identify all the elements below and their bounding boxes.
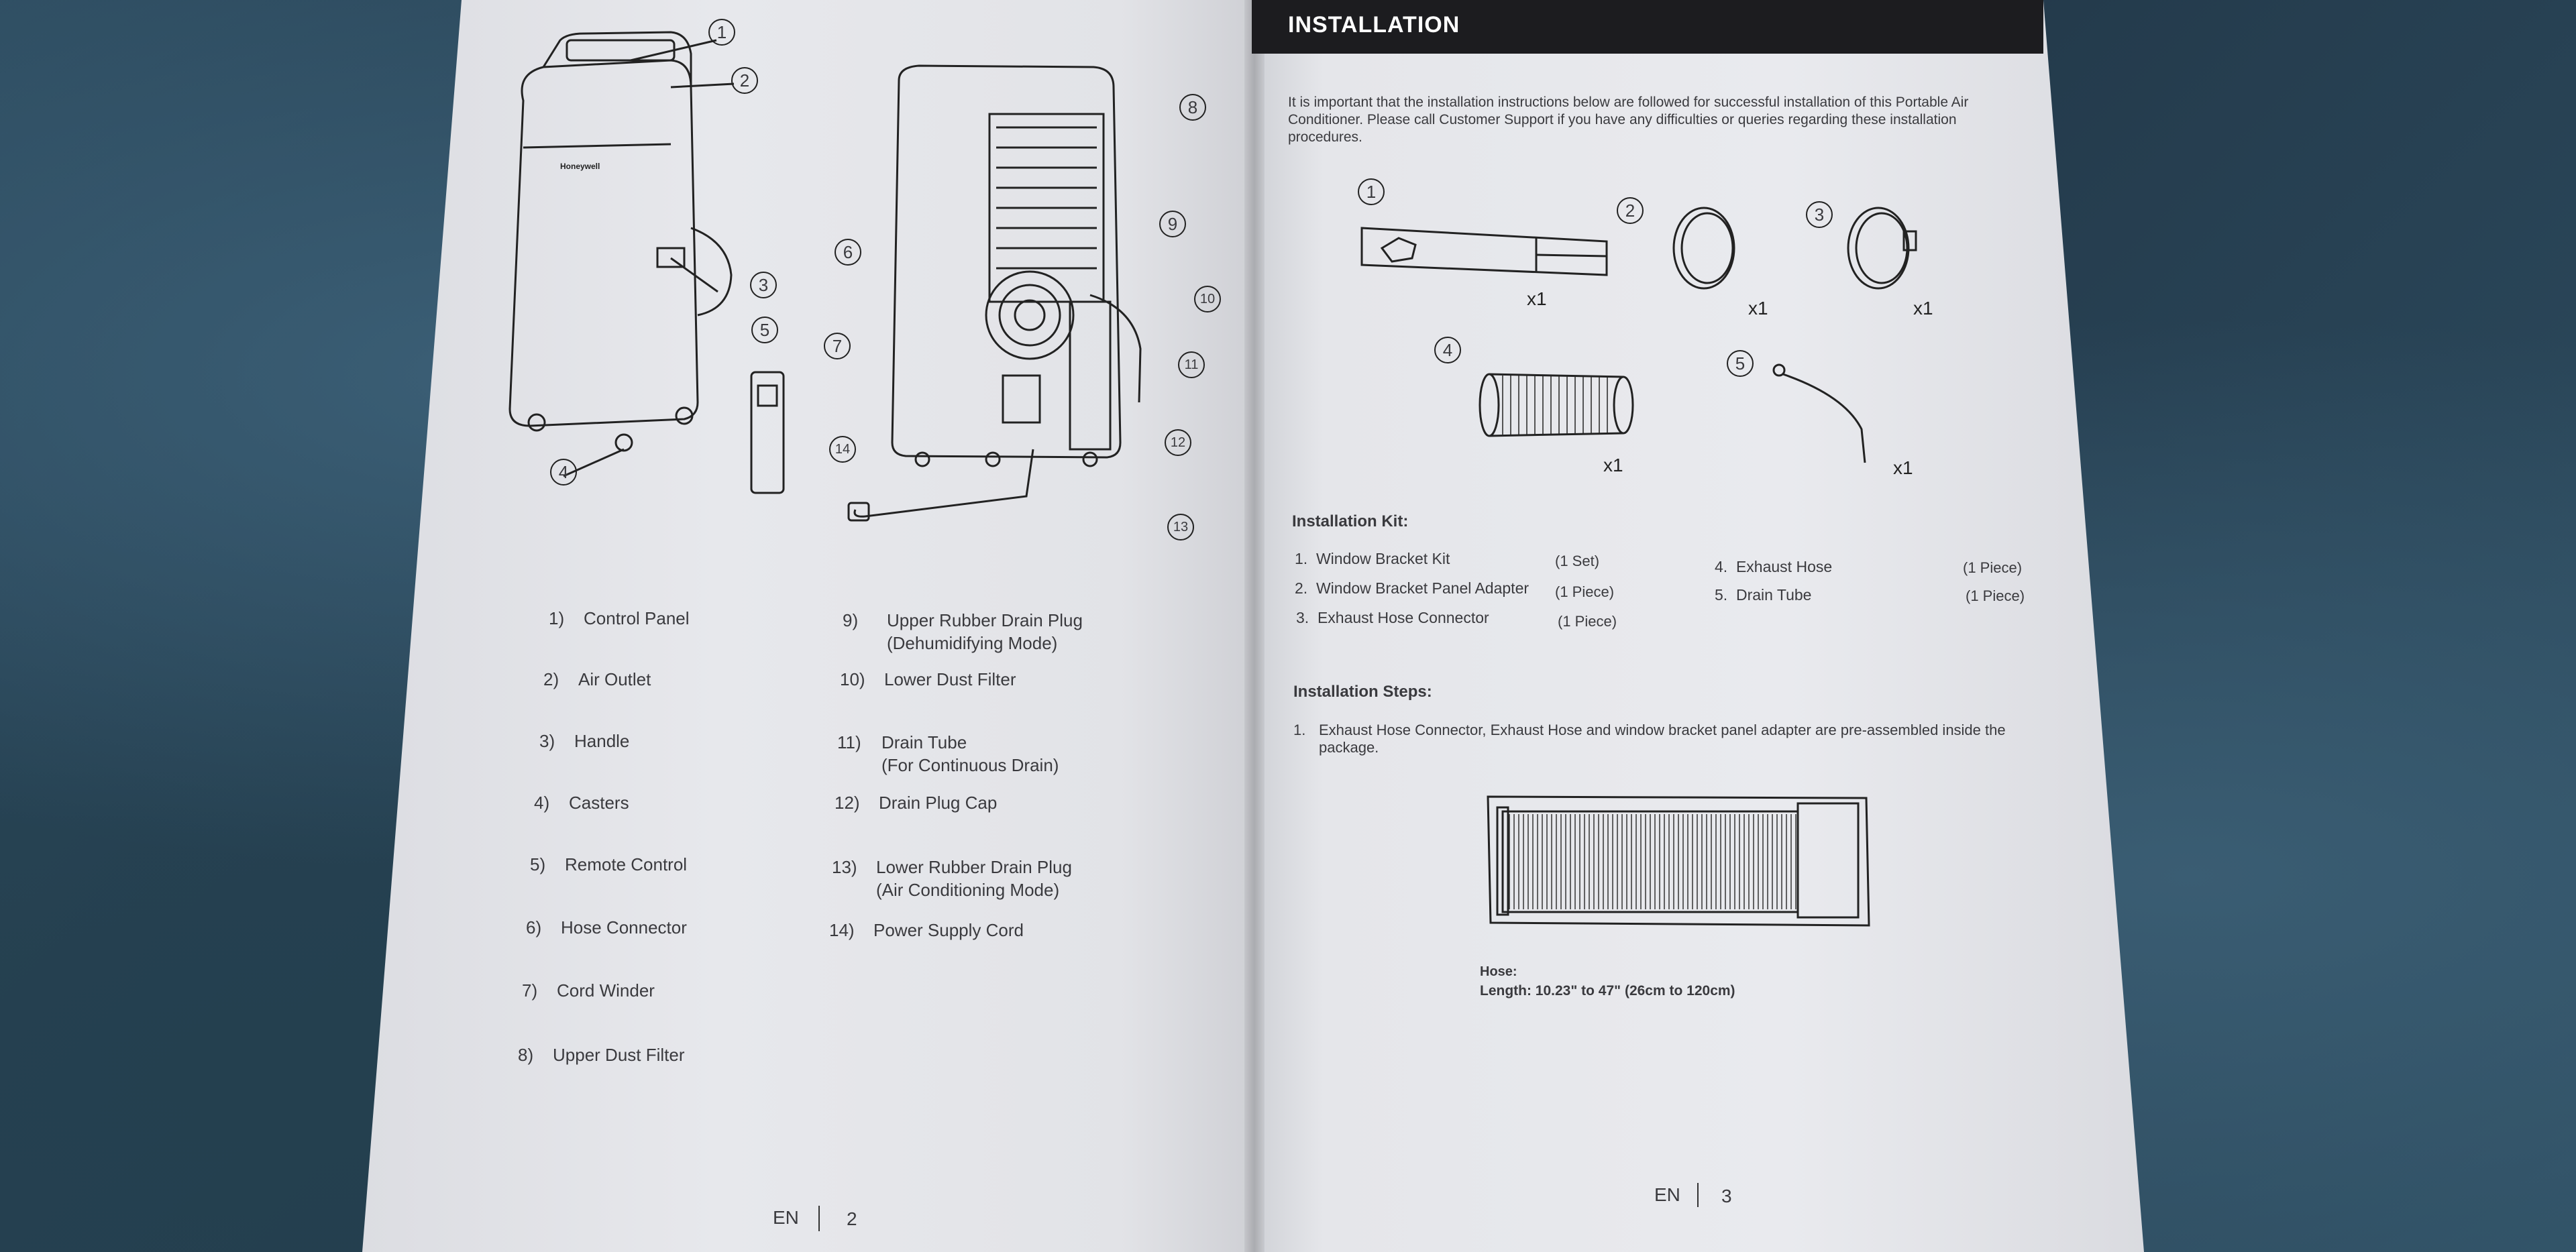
kit-list-item-5: 5. Drain Tube: [1715, 586, 1812, 604]
callout-2: 2: [731, 67, 758, 94]
callout-13: 13: [1167, 514, 1194, 540]
kit-callout-1: 1: [1358, 178, 1385, 205]
rear-view-illustration: [847, 64, 1142, 522]
step-item-1: 1.Exhaust Hose Connector, Exhaust Hose a…: [1293, 722, 2006, 756]
kit-callout-5: 5: [1727, 350, 1754, 377]
kit-callout-4: 4: [1434, 337, 1461, 363]
header-bar: [1252, 0, 2043, 54]
callout-14: 14: [829, 436, 856, 463]
callout-5: 5: [751, 317, 778, 343]
callout-9: 9: [1159, 211, 1186, 237]
kit-title: Installation Kit:: [1292, 512, 1409, 530]
kit-list-item-3: 3. Exhaust Hose Connector: [1296, 609, 1489, 626]
kit-callout-3: 3: [1806, 201, 1833, 228]
part-item-2: 2)Air Outlet: [543, 669, 651, 689]
part-item-12: 12)Drain Plug Cap: [835, 793, 998, 813]
callout-10: 10: [1194, 286, 1221, 312]
kit-list-item-2: 2. Window Bracket Panel Adapter: [1295, 579, 1529, 597]
kit-qty-4: x1: [1603, 455, 1623, 475]
part-item-7: 7)Cord Winder: [522, 980, 655, 1001]
footer-divider-left: [818, 1206, 820, 1231]
footer-page-number-right: 3: [1721, 1186, 1732, 1206]
part-item-8: 8)Upper Dust Filter: [518, 1045, 685, 1065]
part-item-5: 5)Remote Control: [530, 854, 688, 874]
kit-list-qty-4: (1 Piece): [1963, 559, 2023, 576]
steps-title: Installation Steps:: [1293, 683, 1432, 701]
hose-length: Length: 10.23" to 47" (26cm to 120cm): [1480, 983, 1735, 999]
part-item-3: 3)Handle: [539, 731, 630, 751]
kit-item-3-illustration: [1847, 207, 1917, 290]
kit-list-qty-2: (1 Piece): [1555, 583, 1615, 600]
callout-11: 11: [1178, 351, 1205, 378]
footer-lang-right: EN: [1654, 1184, 1680, 1205]
part-item-13: 13)Lower Rubber Drain Plug(Air Condition…: [832, 857, 1072, 900]
part-item-10: 10)Lower Dust Filter: [840, 669, 1016, 689]
kit-list-qty-5: (1 Piece): [1966, 587, 2025, 604]
callout-3: 3: [750, 272, 777, 298]
part-item-11: 11)Drain Tube(For Continuous Drain): [837, 732, 1059, 775]
callout-12: 12: [1165, 429, 1191, 456]
front-view-illustration: Honeywell: [508, 31, 785, 494]
part-item-14: 14)Power Supply Cord: [829, 920, 1024, 940]
panel-adapter-illustration: [1487, 795, 1870, 927]
kit-item-1-illustration: [1360, 227, 1608, 276]
kit-qty-5: x1: [1893, 457, 1913, 478]
page-header-title: INSTALLATION: [1288, 12, 1460, 38]
book-spine: [1244, 0, 1265, 1252]
left-page: [362, 0, 1254, 1252]
kit-qty-2: x1: [1748, 298, 1768, 319]
kit-qty-1: x1: [1527, 288, 1547, 309]
kit-list-item-1: 1. Window Bracket Kit: [1295, 550, 1450, 567]
callout-6: 6: [835, 239, 861, 266]
kit-list-qty-1: (1 Set): [1555, 553, 1600, 569]
kit-qty-3: x1: [1913, 298, 1933, 319]
footer-divider-right: [1697, 1183, 1699, 1207]
hose-label: Hose:: [1480, 964, 1517, 979]
kit-list-qty-3: (1 Piece): [1558, 613, 1617, 630]
kit-callout-2: 2: [1617, 197, 1644, 224]
intro-paragraph: It is important that the installation in…: [1288, 95, 1969, 145]
part-item-1: 1)Control Panel: [549, 608, 690, 628]
footer-page-number-left: 2: [847, 1208, 857, 1229]
kit-item-2-illustration: [1672, 207, 1735, 290]
part-item-4: 4)Casters: [534, 793, 629, 813]
callout-8: 8: [1179, 94, 1206, 121]
callout-7: 7: [824, 333, 851, 359]
part-item-6: 6)Hose Connector: [526, 917, 687, 937]
kit-list-item-4: 4. Exhaust Hose: [1715, 558, 1833, 575]
kit-item-4-illustration: [1479, 373, 1634, 437]
kit-item-5-illustration: [1772, 363, 1866, 463]
callout-1: 1: [708, 19, 735, 46]
callout-4: 4: [550, 459, 577, 486]
part-item-9: 9)Upper Rubber Drain Plug(Dehumidifying …: [843, 610, 1083, 653]
footer-lang-left: EN: [773, 1207, 799, 1228]
brand-logo: Honeywell: [560, 162, 600, 171]
